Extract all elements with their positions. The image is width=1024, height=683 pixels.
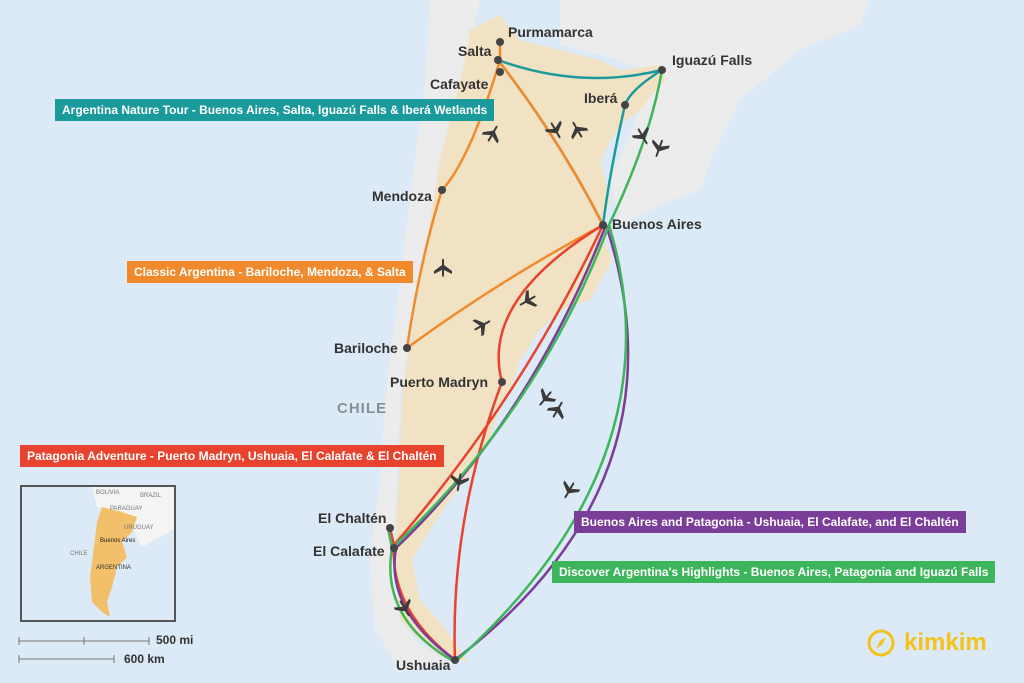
city-el-chalten: El Chaltén [318, 510, 387, 526]
plane-icon [645, 135, 673, 163]
route-label-patagonia-adventure[interactable]: Patagonia Adventure - Puerto Madryn, Ush… [20, 445, 444, 467]
city-buenos-aires: Buenos Aires [612, 216, 702, 232]
neighbor-land [560, 0, 870, 225]
city-salta: Salta [458, 43, 492, 59]
city-purmamarca: Purmamarca [508, 24, 593, 40]
scale-bar [18, 637, 150, 663]
inset-label-chile: CHILE [70, 551, 88, 557]
country-label-chile: CHILE [337, 400, 387, 417]
inset-label-paraguay: PARAGUAY [110, 506, 143, 512]
city-mendoza: Mendoza [372, 188, 432, 204]
city-iguazu-falls: Iguazú Falls [672, 52, 753, 68]
city-cafayate: Cafayate [430, 76, 489, 92]
plane-icon [628, 122, 658, 152]
inset-label-argentina: ARGENTINA [96, 565, 132, 571]
route-label-highlights[interactable]: Discover Argentina's Highlights - Buenos… [552, 561, 996, 583]
inset-map: BOLIVIA BRAZIL PARAGUAY URUGUAY Buenos A… [20, 485, 176, 622]
route-label-classic[interactable]: Classic Argentina - Bariloche, Mendoza, … [127, 261, 413, 283]
plane-icon [478, 118, 508, 148]
city-ibera: Iberá [584, 90, 618, 106]
kimkim-logo: kimkim [866, 628, 987, 658]
plane-icon [541, 116, 571, 146]
plane-icon [432, 256, 454, 278]
route-classic [405, 42, 605, 351]
inset-label-uruguay: URUGUAY [124, 525, 154, 531]
route-patagonia-adventure [388, 223, 605, 663]
plane-icon [554, 476, 584, 506]
scale-miles: 500 mi [156, 633, 194, 647]
plane-icon [390, 594, 420, 624]
inset-label-brazil: BRAZIL [140, 493, 162, 499]
scale-km: 600 km [124, 652, 165, 666]
argentina-land [395, 15, 665, 662]
logo-text: kimkim [904, 629, 987, 656]
plane-icon [530, 384, 561, 415]
route-label-ba-patagonia[interactable]: Buenos Aires and Patagonia - Ushuaia, El… [574, 511, 966, 533]
plane-icon [468, 310, 498, 340]
city-ushuaia: Ushuaia [396, 657, 451, 673]
route-ba-patagonia [393, 224, 630, 662]
route-label-nature-tour[interactable]: Argentina Nature Tour - Buenos Aires, Sa… [55, 99, 495, 121]
city-bariloche: Bariloche [334, 340, 398, 356]
plane-icon [512, 286, 542, 316]
compass-icon [867, 629, 895, 657]
inset-label-buenos-aires: Buenos Aires [100, 538, 136, 544]
city-puerto-madryn: Puerto Madryn [390, 374, 489, 390]
plane-icon [562, 114, 592, 144]
chile-land [370, 0, 480, 670]
plane-icon [446, 470, 471, 495]
city-markers [386, 38, 666, 664]
city-el-calafate: El Calafate [313, 543, 385, 559]
inset-label-bolivia: BOLIVIA [96, 490, 120, 496]
plane-icon [543, 394, 573, 424]
